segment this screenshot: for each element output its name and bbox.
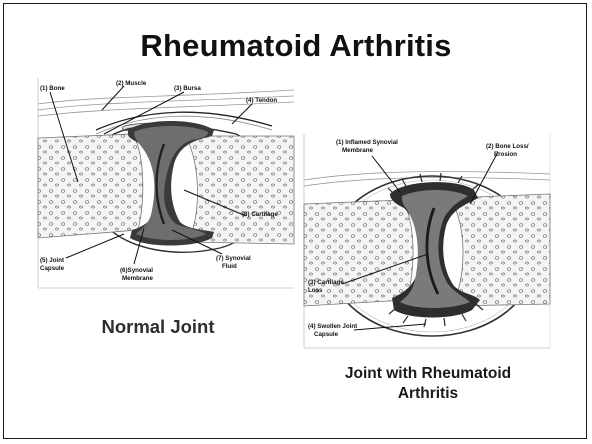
label-synovial-fluid-1: (7) Synovial: [216, 255, 251, 262]
label-bone-loss-2: Erosion: [494, 151, 517, 158]
label-cartilage: (8) Cartilage: [242, 211, 278, 218]
ra-caption-line-1: Joint with Rheumatoid: [318, 364, 538, 384]
label-inflamed-membrane-1: (1) Inflamed Synovial: [336, 139, 398, 146]
label-joint-capsule-2: Capsule: [40, 265, 65, 272]
label-inflamed-membrane-2: Membrane: [342, 147, 374, 154]
label-cartilage-loss-2: Loss: [308, 287, 323, 294]
label-tendon: (4) Tendon: [246, 97, 277, 104]
label-synovial-membrane-1: (6)Synovial: [120, 267, 153, 274]
label-joint-capsule-1: (5) Joint: [40, 257, 64, 264]
label-synovial-membrane-2: Membrane: [122, 275, 154, 282]
label-synovial-fluid-2: Fluid: [222, 263, 237, 270]
ra-joint-caption: Joint with Rheumatoid Arthritis: [318, 364, 538, 404]
label-muscle: (2) Muscle: [116, 80, 147, 87]
label-cartilage-loss-1: (3) Cartilage: [308, 279, 344, 286]
label-swollen-capsule-2: Capsule: [314, 331, 339, 338]
normal-joint-diagram: (1) Bone (2) Muscle (3) Bursa (4) Tendon…: [36, 78, 296, 312]
label-bursa: (3) Bursa: [174, 85, 201, 92]
normal-joint-caption: Normal Joint: [58, 316, 258, 338]
label-swollen-capsule-1: (4) Swollen Joint: [308, 323, 357, 330]
label-bone-loss-1: (2) Bone Loss/: [486, 143, 529, 150]
ra-caption-line-2: Arthritis: [318, 384, 538, 404]
label-bone: (1) Bone: [40, 85, 65, 92]
ra-joint-diagram: (1) Inflamed Synovial Membrane (2) Bone …: [302, 134, 552, 352]
slide-title: Rheumatoid Arthritis: [0, 28, 592, 64]
